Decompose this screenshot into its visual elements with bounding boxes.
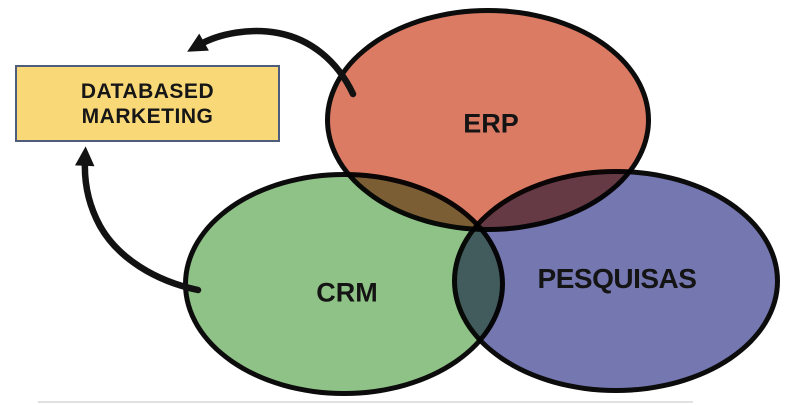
bottom-divider-line: [38, 401, 693, 403]
databased-marketing-line2: MARKETING: [81, 104, 214, 128]
pesquisas-label: PESQUISAS: [537, 263, 697, 294]
erp-label: ERP: [463, 108, 519, 139]
crm-label: CRM: [316, 277, 378, 308]
pesquisas-ellipse: [452, 169, 780, 393]
databased-marketing-box: DATABASED MARKETING: [15, 65, 280, 142]
crm-ellipse: [183, 172, 505, 396]
databased-marketing-line1: DATABASED: [80, 79, 215, 103]
